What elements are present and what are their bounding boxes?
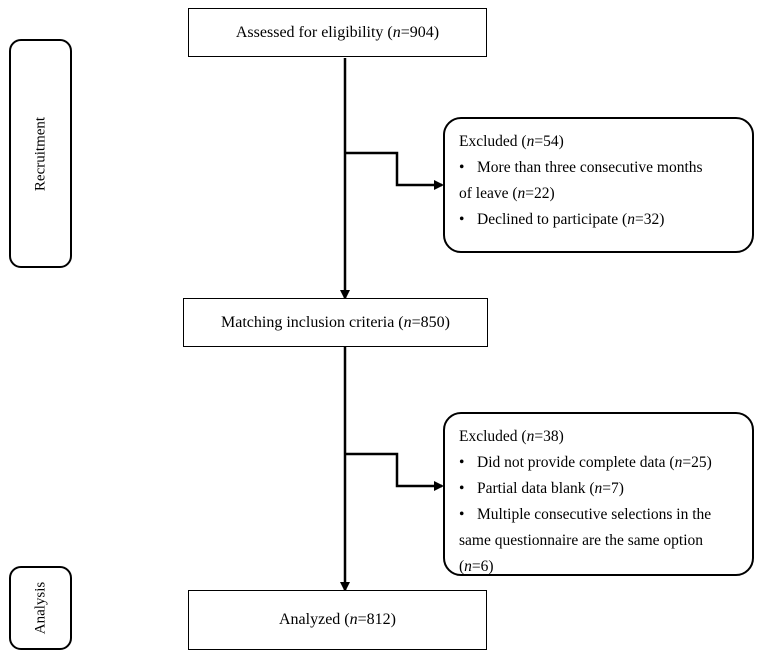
matching-text: Matching inclusion criteria (n=850) bbox=[221, 313, 450, 331]
assessed-text: Assessed for eligibility (n=904) bbox=[235, 23, 440, 41]
analyzed-text: Analyzed (n=812) bbox=[279, 611, 396, 628]
excluded-2-item-3-cont2: (n=6) bbox=[459, 558, 494, 575]
excluded-2-item-2: •Partial data blank (n=7) bbox=[459, 480, 624, 497]
arrow-to-excluded-1 bbox=[345, 151, 444, 190]
matching-box: Matching inclusion criteria (n=850) bbox=[183, 298, 488, 347]
assessed-box: Assessed for eligibility (n=904) bbox=[188, 8, 487, 57]
excluded-1-title: Excluded (n=54) bbox=[459, 133, 564, 150]
excluded-1-item-1-cont: of leave (n=22) bbox=[459, 185, 555, 202]
recruitment-label: Recruitment bbox=[32, 116, 48, 191]
analysis-label: Analysis bbox=[32, 581, 48, 635]
excluded-2-item-3: •Multiple consecutive selections in the bbox=[459, 506, 712, 523]
excluded-2-item-1: •Did not provide complete data (n=25) bbox=[459, 454, 712, 471]
excluded-1-item-2: •Declined to participate (n=32) bbox=[459, 211, 665, 228]
recruitment-phase-box: Recruitment bbox=[9, 39, 72, 268]
analyzed-box: Analyzed (n=812) bbox=[188, 590, 487, 650]
excluded-box-1: Excluded (n=54) •More than three consecu… bbox=[443, 117, 754, 253]
excluded-box-2: Excluded (n=38) •Did not provide complet… bbox=[443, 412, 754, 576]
arrow-to-excluded-2 bbox=[345, 452, 444, 491]
excluded-1-item-1: •More than three consecutive months bbox=[459, 159, 703, 176]
excluded-2-title: Excluded (n=38) bbox=[459, 428, 564, 445]
analysis-phase-box: Analysis bbox=[9, 566, 72, 650]
excluded-2-item-3-cont: same questionnaire are the same option bbox=[459, 532, 704, 549]
